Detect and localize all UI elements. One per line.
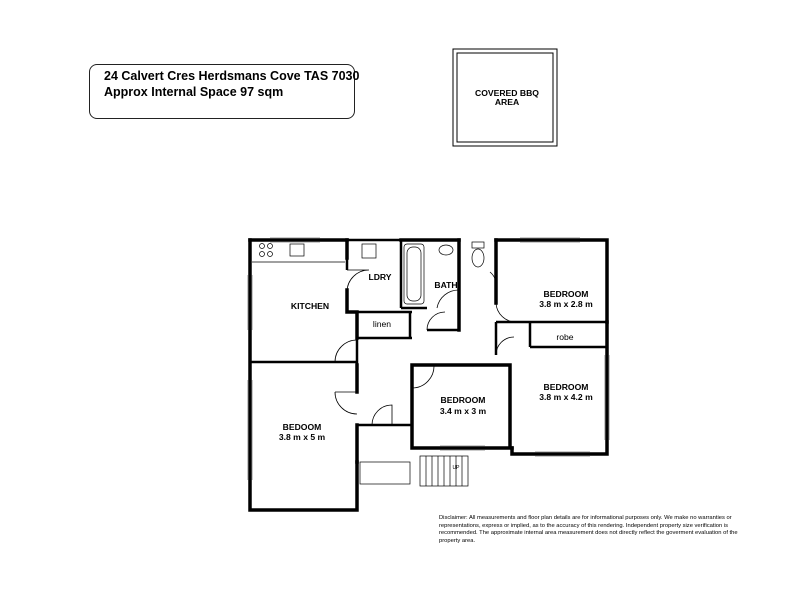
bedroom-top-right-name: BEDROOM xyxy=(544,289,589,299)
room-labels: KITCHEN LDRY BATH linen robe BEDROOM 3.8… xyxy=(279,272,593,471)
bbq-label-line2: AREA xyxy=(495,97,519,107)
exterior-walls xyxy=(248,238,609,512)
bbq-label-line1: COVERED BBQ xyxy=(475,88,539,98)
interior-walls xyxy=(250,238,607,427)
windows xyxy=(247,237,610,480)
property-title-box: 24 Calvert Cres Herdsmans Cove TAS 7030 … xyxy=(89,64,360,119)
property-address: 24 Calvert Cres Herdsmans Cove TAS 7030 xyxy=(104,69,360,83)
kitchen-label: KITCHEN xyxy=(291,301,329,311)
bedroom-mid-right-name: BEDROOM xyxy=(544,382,589,392)
bedroom-center-dims: 3.4 m x 3 m xyxy=(440,406,487,416)
bath-label: BATH xyxy=(434,280,457,290)
internal-space: Approx Internal Space 97 sqm xyxy=(104,85,284,99)
fixtures xyxy=(252,241,485,487)
linen-label: linen xyxy=(373,319,391,329)
disclaimer-text: Disclaimer: All measurements and floor p… xyxy=(439,515,738,544)
bedroom-mid-right-dims: 3.8 m x 4.2 m xyxy=(539,392,593,402)
robe-label: robe xyxy=(556,332,573,342)
bedroom-left-name: BEDOOM xyxy=(283,422,322,432)
door-swings xyxy=(334,269,517,426)
bedroom-top-right-dims: 3.8 m x 2.8 m xyxy=(539,299,593,309)
stairs-up-label: UP xyxy=(453,465,461,471)
covered-bbq-area: COVERED BBQ AREA xyxy=(452,48,558,147)
bedroom-center-name: BEDROOM xyxy=(441,395,486,405)
laundry-label: LDRY xyxy=(368,272,391,282)
bedroom-left-dims: 3.8 m x 5 m xyxy=(279,432,326,442)
